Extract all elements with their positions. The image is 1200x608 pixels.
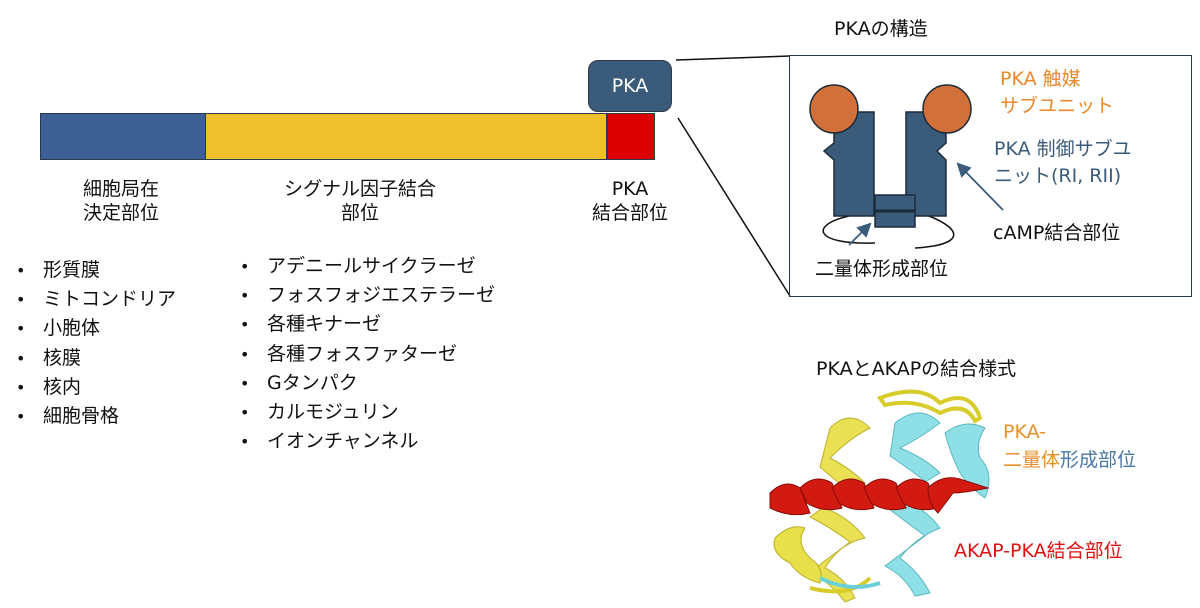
camp-arrow xyxy=(956,162,1004,211)
label-line: ニット(RI, RII) xyxy=(994,165,1122,187)
akap-red-helix xyxy=(769,477,990,516)
camp-binding-site-label: cAMP結合部位 xyxy=(993,222,1121,244)
localization-domain-label: 細胞局在 決定部位 xyxy=(56,177,186,225)
pka-badge: PKA xyxy=(588,60,672,112)
list-item: カルモジュリン xyxy=(234,398,495,427)
regulatory-subunit-left xyxy=(822,111,875,217)
localization-domain-segment xyxy=(40,113,206,160)
akap-binding-title: PKAとAKAPの結合様式 xyxy=(816,358,1017,380)
label-line: PKA 制御サブユ xyxy=(994,138,1132,160)
akap-pka-binding-site-label: AKAP-PKA結合部位 xyxy=(954,540,1123,562)
dimer-arrow xyxy=(848,222,872,246)
connector-line-bottom xyxy=(677,117,791,297)
akap-pka-ribbon-structure xyxy=(769,389,990,603)
pka-binding-domain-label: PKA 結合部位 xyxy=(570,177,690,225)
catalytic-subunit-label: PKA 触媒 サブユニット xyxy=(1000,66,1114,120)
linker-left xyxy=(822,215,876,244)
list-item: 小胞体 xyxy=(10,314,176,343)
connector-line-top xyxy=(675,55,791,61)
label-line: 二量体形成部位 xyxy=(1003,446,1136,474)
pka-badge-text: PKA xyxy=(611,75,649,97)
label-orange-part: 二量体 xyxy=(1003,449,1061,471)
pka-binding-domain-segment xyxy=(607,113,655,160)
label-line: PKA 触媒 xyxy=(1000,68,1081,90)
dimerization-site-label: 二量体形成部位 xyxy=(815,258,949,280)
label-line: 決定部位 xyxy=(82,202,159,224)
list-item: 形質膜 xyxy=(10,256,176,285)
pka-structure-title: PKAの構造 xyxy=(834,18,928,40)
label-blue-part: 形成部位 xyxy=(1060,449,1137,471)
signal-binding-domain-segment xyxy=(205,113,607,160)
localization-list: 形質膜 ミトコンドリア 小胞体 核膜 核内 細胞骨格 xyxy=(10,256,176,431)
signal-factor-list: アデニールサイクラーゼ フォスフォジエステラーゼ 各種キナーゼ 各種フォスファタ… xyxy=(234,252,495,457)
label-line: 部位 xyxy=(340,202,379,224)
label-line: 結合部位 xyxy=(591,202,668,224)
list-item: ミトコンドリア xyxy=(10,285,176,314)
dimerization-site-akap-label: PKA- 二量体形成部位 xyxy=(1003,418,1136,474)
catalytic-subunit-right xyxy=(922,84,972,134)
linker-right xyxy=(914,215,955,249)
signal-binding-domain-label: シグナル因子結合 部位 xyxy=(260,177,460,225)
list-item: 核内 xyxy=(10,373,176,402)
list-item: 各種フォスファターゼ xyxy=(234,340,495,369)
pka-dimer-yellow-helix xyxy=(773,389,983,603)
label-line: サブユニット xyxy=(1000,95,1115,117)
catalytic-subunit-left xyxy=(809,84,859,134)
list-item: イオンチャンネル xyxy=(234,427,495,456)
label-line: 細胞局在 xyxy=(82,178,159,200)
label-line: シグナル因子結合 xyxy=(283,178,436,200)
list-item: 細胞骨格 xyxy=(10,402,176,431)
label-line: PKA- xyxy=(1003,421,1047,443)
regulatory-subunit-label: PKA 制御サブユ ニット(RI, RII) xyxy=(994,136,1132,190)
list-item: 各種キナーゼ xyxy=(234,310,495,339)
list-item: フォスフォジエステラーゼ xyxy=(234,281,495,310)
list-item: アデニールサイクラーゼ xyxy=(234,252,495,281)
label-line: PKA xyxy=(611,178,649,200)
list-item: Gタンパク xyxy=(234,369,495,398)
pka-structure-panel xyxy=(789,55,1192,297)
pka-structure-schematic xyxy=(809,84,1004,249)
list-item: 核膜 xyxy=(10,344,176,373)
